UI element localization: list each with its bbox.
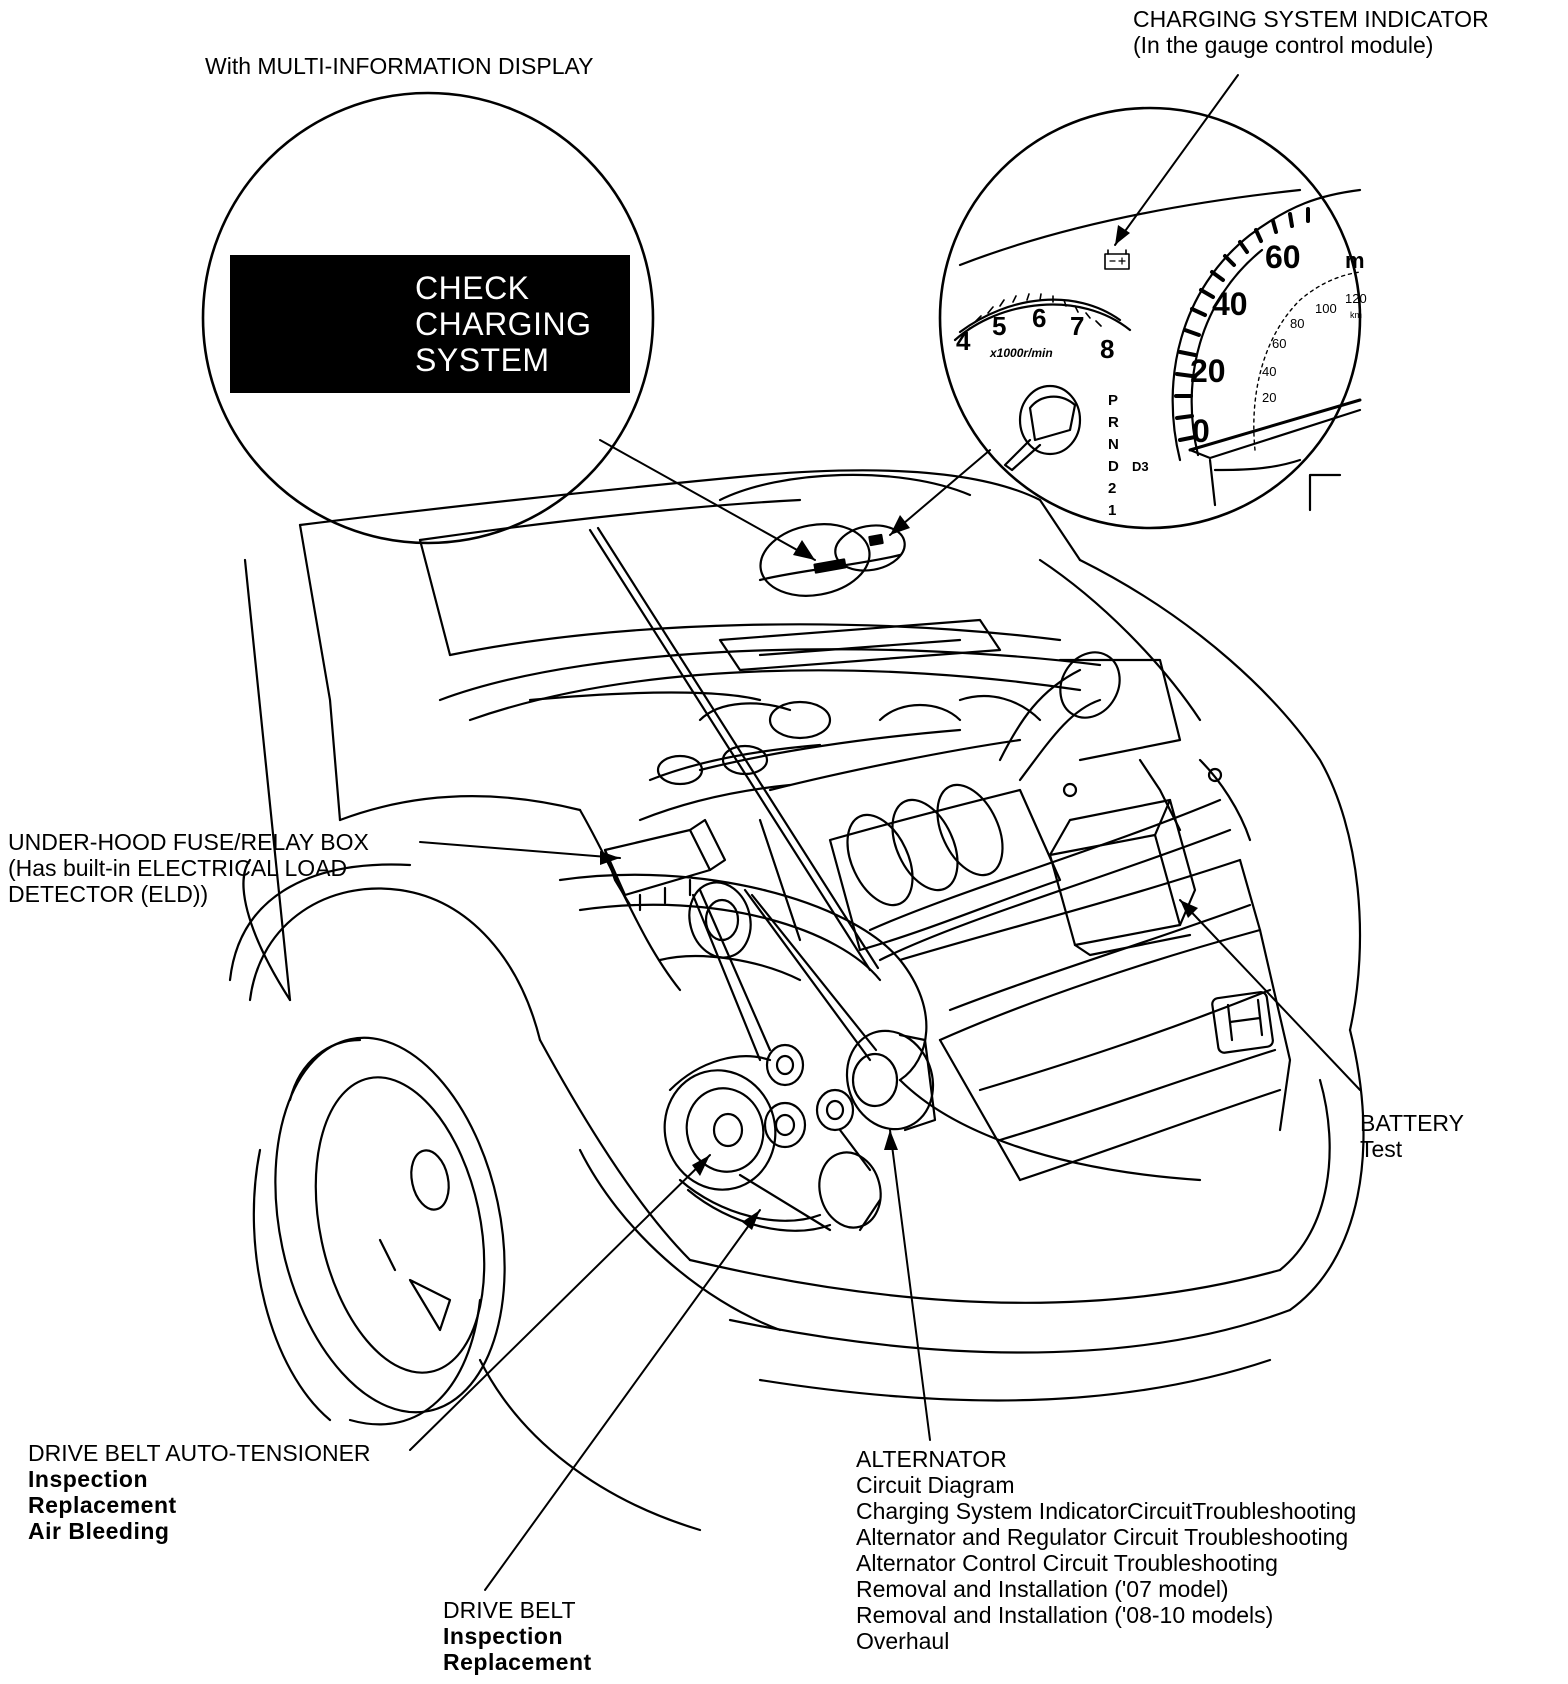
tensioner-air-bleeding-link[interactable]: Air Bleeding (28, 1518, 170, 1544)
tensioner-title: DRIVE BELT AUTO-TENSIONER (28, 1440, 371, 1466)
alternator-removal-08-10-link[interactable]: Removal and Installation ('08-10 models) (856, 1602, 1274, 1628)
tach-number: 7 (1070, 311, 1084, 341)
gear-letter: 2 (1108, 480, 1116, 497)
kmh-number: 100 (1315, 301, 1337, 316)
speed-number: 20 (1190, 353, 1226, 389)
drive-belt-label: DRIVE BELT Inspection Replacement (443, 1597, 592, 1675)
message-line: CHARGING (415, 306, 592, 342)
fuse-relay-box (603, 818, 727, 912)
kmh-unit: km (1350, 310, 1362, 320)
leader-lines (409, 74, 1361, 1591)
gear-letter: R (1108, 414, 1119, 431)
tach-number: 4 (956, 326, 971, 356)
alternator-regulator-troubleshooting-link[interactable]: Alternator and Regulator Circuit Trouble… (856, 1524, 1349, 1550)
battery-component (1048, 798, 1197, 957)
gauge-cluster-circle (938, 106, 1362, 530)
dashboard-cluster (718, 473, 972, 597)
charging-indicator-label: CHARGING SYSTEM INDICATOR (In the gauge … (1133, 6, 1489, 58)
fuse-box-note: (Has built-in ELECTRICAL LOAD (8, 855, 348, 881)
tach-number: 8 (1100, 334, 1114, 364)
engine (588, 526, 1252, 972)
kmh-number: 20 (1262, 390, 1276, 405)
alternator-control-troubleshooting-link[interactable]: Alternator Control Circuit Troubleshooti… (856, 1550, 1278, 1576)
indicator-subtitle: (In the gauge control module) (1133, 32, 1434, 58)
car-body-outline (228, 469, 1365, 1532)
tach-unit: x1000r/min (989, 346, 1053, 360)
kmh-number: 60 (1272, 336, 1286, 351)
gauge-cluster (953, 188, 1362, 512)
tensioner-inspection-link[interactable]: Inspection (28, 1466, 149, 1492)
message-line: SYSTEM (415, 342, 550, 378)
message-text: CHECK CHARGING SYSTEM (415, 270, 591, 378)
tensioner-label: DRIVE BELT AUTO-TENSIONER Inspection Rep… (28, 1440, 371, 1544)
fuse-box-note: DETECTOR (ELD)) (8, 881, 209, 907)
battery-label: BATTERY Test (1360, 1110, 1464, 1162)
alternator-indicator-troubleshooting-link[interactable]: Charging System IndicatorCircuitTroubles… (856, 1498, 1357, 1524)
message-line: CHECK (415, 270, 530, 306)
drive-belt-assembly (663, 881, 937, 1232)
gauge-numbers: 4 5 6 7 8 x1000r/min 0 20 40 60 m 20 40 … (956, 239, 1367, 519)
heading-text: With MULTI-INFORMATION DISPLAY (205, 53, 594, 79)
alternator-removal-07-link[interactable]: Removal and Installation ('07 model) (856, 1576, 1229, 1602)
kmh-number: 120 (1345, 291, 1367, 306)
speed-number: 60 (1265, 239, 1301, 275)
speed-number: 0 (1192, 413, 1210, 449)
drive-belt-inspection-link[interactable]: Inspection (443, 1623, 564, 1649)
fuse-box-label: UNDER-HOOD FUSE/RELAY BOX (Has built-in … (8, 829, 369, 907)
fuse-box-title: UNDER-HOOD FUSE/RELAY BOX (8, 829, 369, 855)
multi-info-display-heading: With MULTI-INFORMATION DISPLAY (205, 53, 593, 79)
alternator-label: ALTERNATOR Circuit Diagram Charging Syst… (856, 1446, 1356, 1654)
tach-number: 6 (1032, 303, 1046, 333)
tach-number: 5 (992, 311, 1006, 341)
battery-title: BATTERY (1360, 1110, 1464, 1136)
gear-letter: 1 (1108, 502, 1116, 519)
drive-belt-replacement-link[interactable]: Replacement (443, 1649, 592, 1675)
speed-partial: m (1345, 248, 1365, 273)
tensioner-replacement-link[interactable]: Replacement (28, 1492, 177, 1518)
battery-test-link[interactable]: Test (1360, 1136, 1403, 1162)
kmh-number: 80 (1290, 316, 1304, 331)
gear-letter: D (1108, 458, 1119, 475)
drive-belt-title: DRIVE BELT (443, 1597, 576, 1623)
gear-d3: D3 (1132, 459, 1149, 474)
speed-number: 40 (1212, 286, 1248, 322)
check-charging-system-message: CHECK CHARGING SYSTEM (230, 255, 630, 393)
indicator-title: CHARGING SYSTEM INDICATOR (1133, 6, 1489, 32)
gear-letter: N (1108, 436, 1119, 453)
kmh-number: 40 (1262, 364, 1276, 379)
alternator-title: ALTERNATOR (856, 1446, 1007, 1472)
multi-info-display-circle (201, 91, 655, 545)
arrow-heads (600, 225, 1198, 1230)
alternator-overhaul-link[interactable]: Overhaul (856, 1628, 950, 1654)
alternator-circuit-diagram-link[interactable]: Circuit Diagram (856, 1472, 1015, 1498)
gear-letter: P (1108, 392, 1118, 409)
